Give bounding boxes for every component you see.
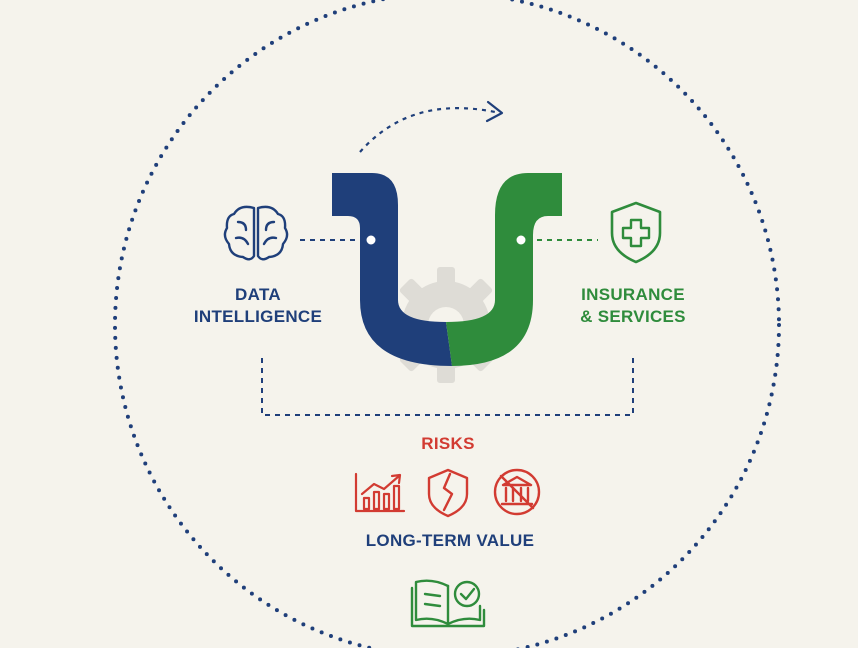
broken-shield-icon bbox=[427, 468, 469, 518]
long-term-value-label: LONG-TERM VALUE bbox=[365, 531, 535, 550]
book-check-icon bbox=[410, 579, 486, 628]
outer-dotted-circle bbox=[113, 0, 781, 648]
dashed-bracket bbox=[261, 358, 634, 416]
flow-arc-arrow bbox=[359, 106, 496, 153]
arrow-head-icon bbox=[485, 100, 504, 123]
risks-label: RISKS bbox=[421, 434, 475, 453]
chart-up-icon bbox=[354, 472, 406, 513]
insurance-services-line-2: & SERVICES bbox=[580, 307, 686, 326]
right-connector-node bbox=[513, 232, 529, 248]
insurance-services-label: INSURANCE & SERVICES bbox=[548, 284, 718, 328]
data-intelligence-line-2: INTELLIGENCE bbox=[193, 307, 323, 326]
data-intelligence-line-1: DATA bbox=[235, 285, 281, 304]
brain-icon bbox=[223, 205, 289, 261]
u-right-half bbox=[446, 173, 562, 366]
u-left-half bbox=[332, 173, 452, 366]
insurance-services-line-1: INSURANCE bbox=[581, 285, 685, 304]
data-intelligence-label: DATA INTELLIGENCE bbox=[170, 284, 346, 328]
left-connector-node bbox=[363, 232, 379, 248]
shield-plus-icon bbox=[610, 201, 662, 264]
no-bank-icon bbox=[493, 468, 541, 516]
